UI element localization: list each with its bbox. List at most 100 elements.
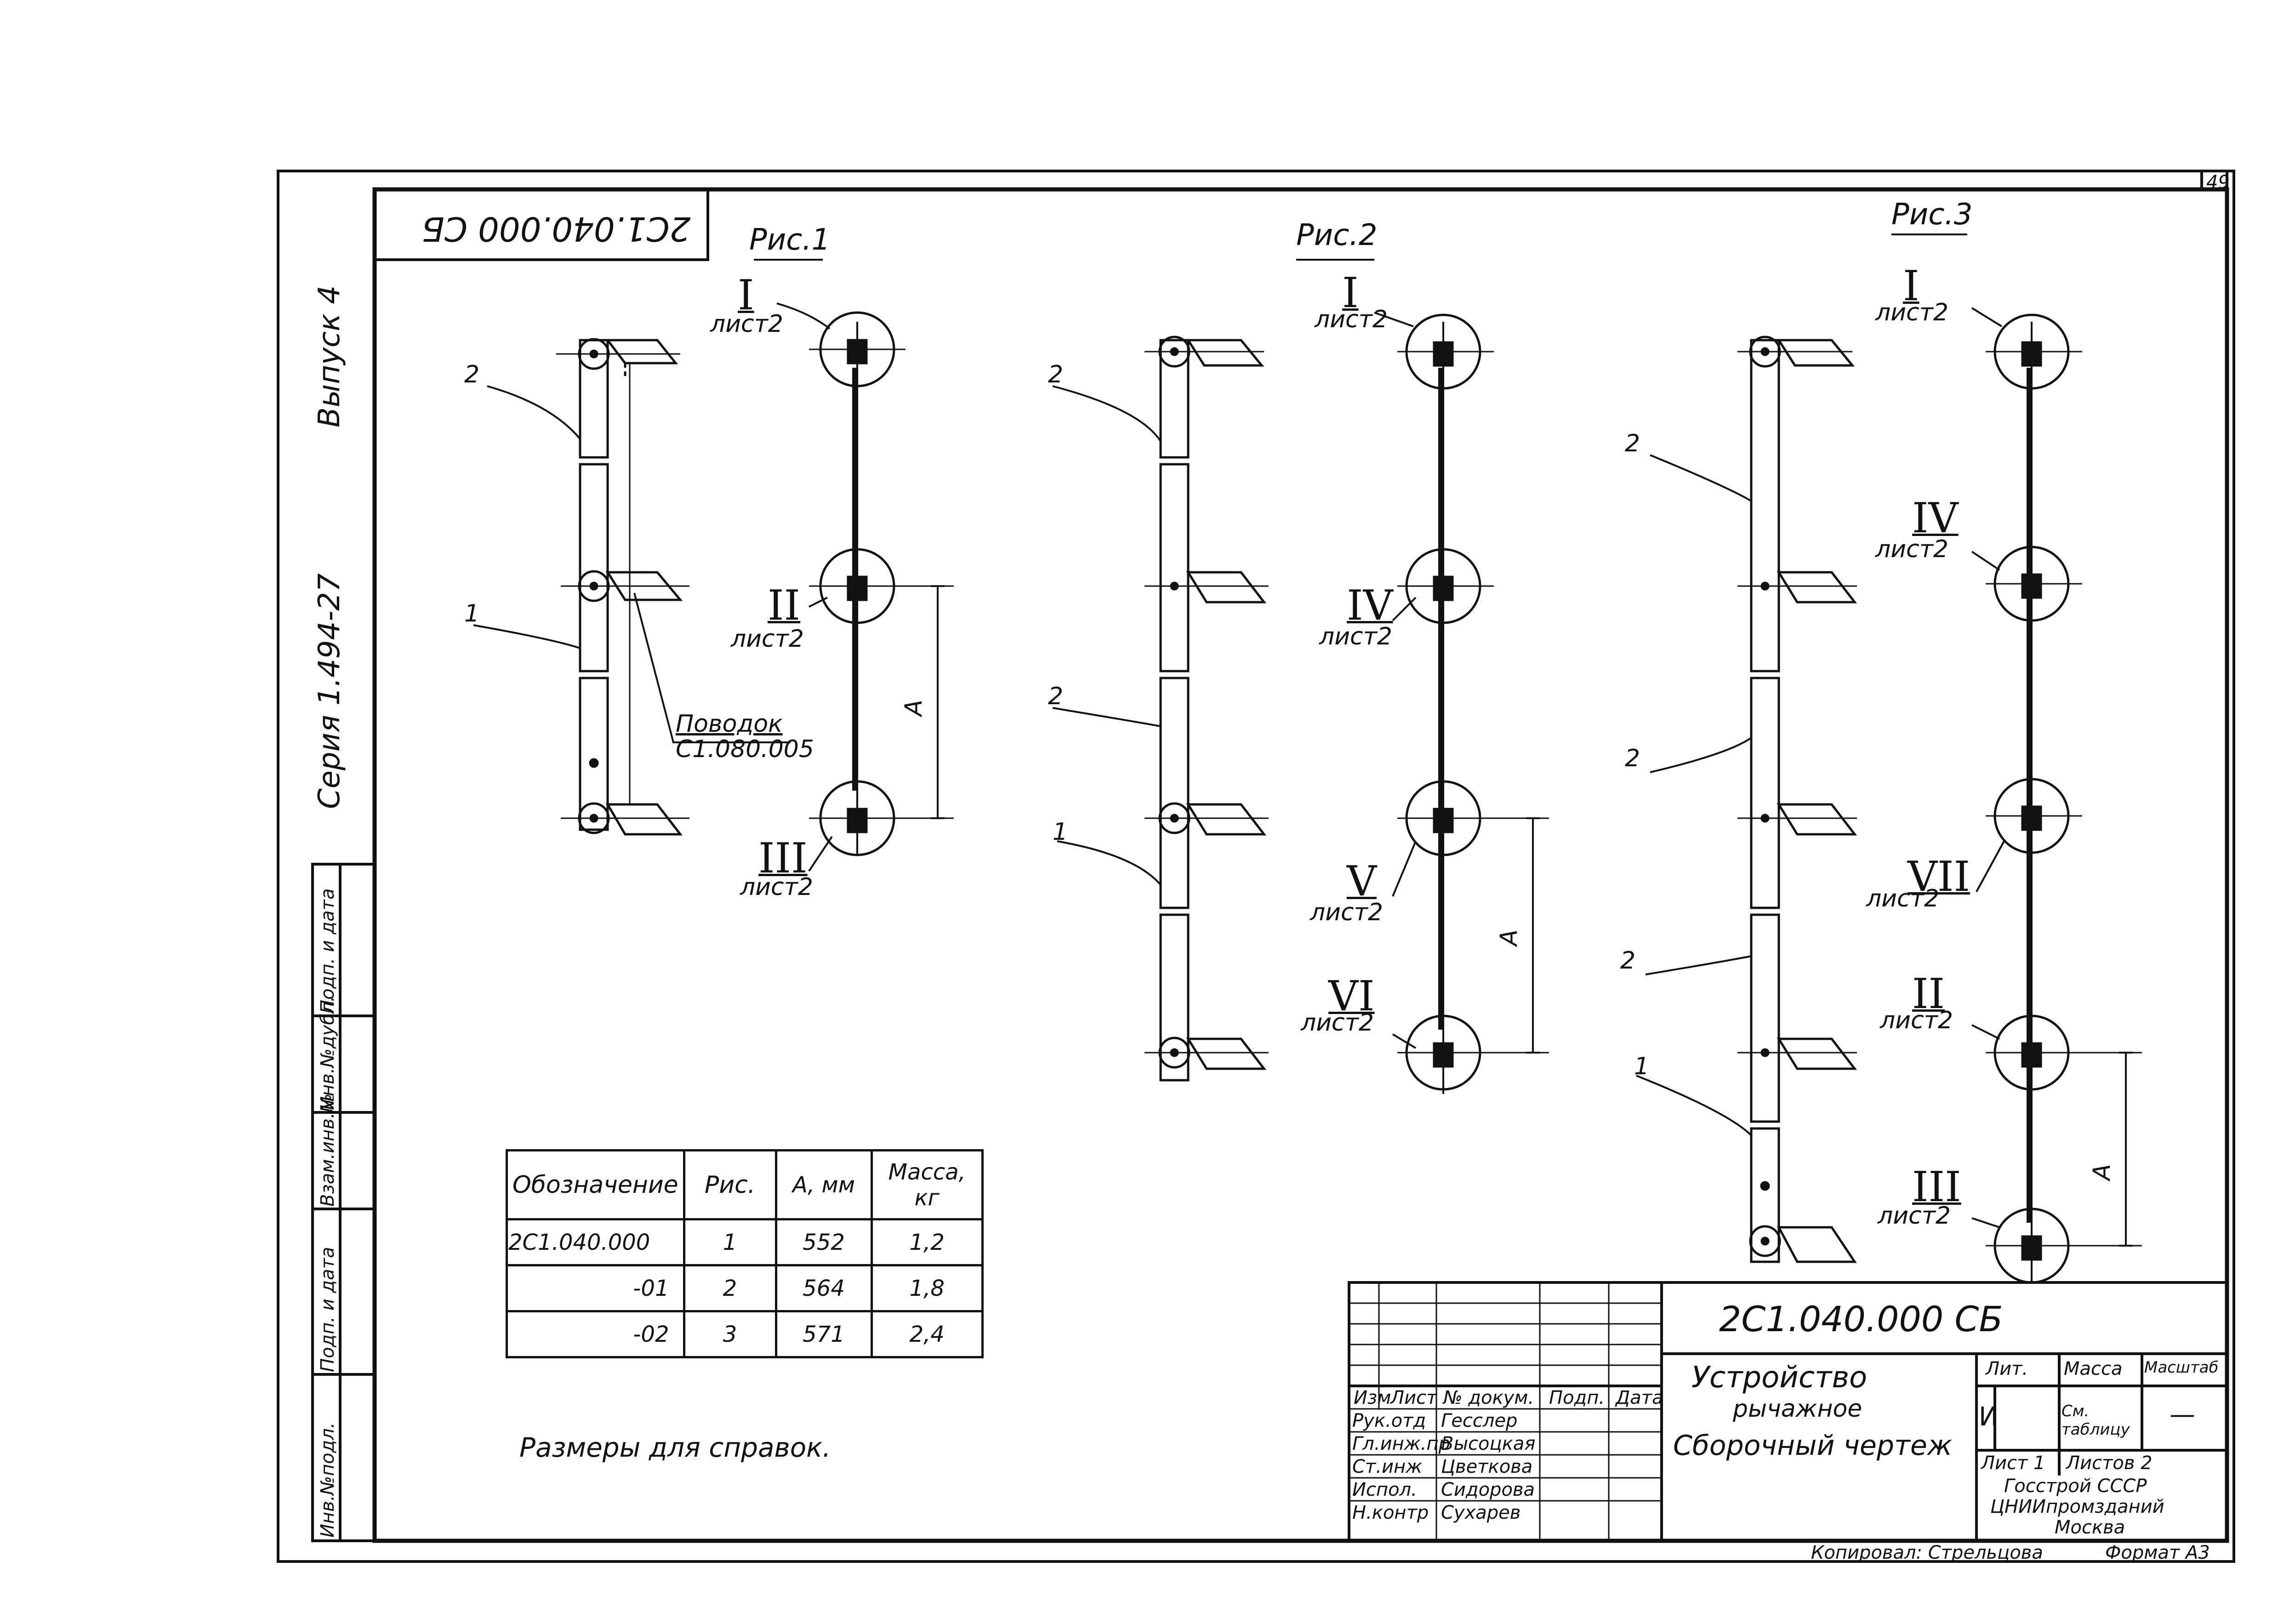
tb-org-line2: ЦНИИпромзданий bbox=[1990, 1496, 2164, 1517]
tb-name-4: Сидорова bbox=[1441, 1479, 1535, 1500]
spec-row-3-designation: -02 bbox=[506, 1310, 685, 1358]
figure-2-title: Рис.2 bbox=[1296, 218, 1378, 252]
figure-2-callout-VI: VI bbox=[1328, 972, 1375, 1020]
figure-2-ref-IV: лист2 bbox=[1319, 623, 1392, 650]
figure-2-drawing bbox=[1052, 259, 1549, 1094]
figure-3-callout-IV: IV bbox=[1912, 494, 1959, 542]
tb-sheet-label: Лист 1 bbox=[1981, 1453, 2045, 1474]
figure-3-ref-I: лист2 bbox=[1875, 299, 1948, 326]
tb-org-line3: Москва bbox=[2055, 1517, 2125, 1538]
tb-scale-value: — bbox=[2170, 1400, 2195, 1430]
tb-org-line1: Госстрой СССР bbox=[2004, 1476, 2147, 1497]
spec-row-1-mass: 1,2 bbox=[870, 1218, 984, 1266]
tb-doc-code: 2С1.040.000 СБ bbox=[1719, 1299, 2003, 1339]
figure-3-callout-VII: VII bbox=[1908, 853, 1970, 901]
tb-role-3: Ст.инж bbox=[1352, 1456, 1423, 1477]
figure-1-callout-III: III bbox=[758, 834, 808, 883]
side-stamp-2: Подп. и дата bbox=[317, 1247, 338, 1372]
figure-2-ref-V: лист2 bbox=[1310, 899, 1383, 926]
tb-name-2: Высоцкая bbox=[1441, 1433, 1536, 1454]
figure-1-ref-I: лист2 bbox=[710, 310, 783, 338]
spec-row-2-fig: 2 bbox=[683, 1264, 777, 1312]
tb-sheets-label: Листов 2 bbox=[2066, 1453, 2153, 1474]
figure-3-part-1: 1 bbox=[1634, 1053, 1650, 1080]
tb-title-line1: Устройство bbox=[1691, 1361, 1868, 1395]
tb-name-3: Цветкова bbox=[1441, 1456, 1533, 1477]
tb-lit-header: Лит. bbox=[1986, 1358, 2028, 1379]
figure-3-ref-IV: лист2 bbox=[1875, 536, 1948, 563]
figure-1-dim-A: А bbox=[900, 700, 928, 716]
figure-2-callout-I: I bbox=[1342, 269, 1359, 317]
frame bbox=[277, 170, 2235, 1563]
spec-row-2-a: 564 bbox=[774, 1264, 873, 1312]
figure-3-ref-VII: лист2 bbox=[1866, 885, 1939, 912]
tb-role-1: Рук.отд bbox=[1352, 1410, 1426, 1431]
tb-title-line3: Сборочный чертеж bbox=[1673, 1430, 1952, 1462]
figure-3-ref-II: лист2 bbox=[1880, 1007, 1953, 1034]
figure-1-ref-III: лист2 bbox=[740, 873, 813, 901]
title-block-grid bbox=[1348, 1281, 2228, 1542]
figure-3-callout-II: II bbox=[1912, 970, 1945, 1018]
figure-2-ref-I: лист2 bbox=[1315, 306, 1388, 333]
note-text: Размеры для справок. bbox=[519, 1432, 831, 1463]
figure-3-callout-III: III bbox=[1912, 1163, 1961, 1211]
tb-col-sign: Подп. bbox=[1549, 1387, 1605, 1408]
tb-role-4: Испол. bbox=[1352, 1479, 1417, 1500]
tb-col-date: Дата bbox=[1616, 1387, 1663, 1408]
spec-table: Обозначение Рис. А, мм Масса, кг 2С1.040… bbox=[506, 1149, 984, 1358]
spec-row-3-a: 571 bbox=[774, 1310, 873, 1358]
spec-header-mass: Масса, кг bbox=[870, 1149, 984, 1220]
spec-row-1-designation: 2С1.040.000 bbox=[506, 1218, 685, 1266]
spec-row-3-mass: 2,4 bbox=[870, 1310, 984, 1358]
doc-code-rotated: 2С1.040.000 СБ bbox=[421, 210, 691, 248]
figure-3-callout-I: I bbox=[1903, 262, 1919, 310]
figure-1-part-1: 1 bbox=[464, 600, 480, 627]
figure-3-dim-A: А bbox=[2088, 1164, 2116, 1180]
tb-scale-header: Масштаб bbox=[2144, 1358, 2219, 1377]
figure-1-ref-II: лист2 bbox=[731, 625, 804, 653]
figure-3-part-2c: 2 bbox=[1620, 947, 1636, 974]
figure-1-drawing bbox=[473, 259, 954, 872]
spec-header-fig: Рис. bbox=[683, 1149, 777, 1220]
figure-3-title: Рис.3 bbox=[1891, 198, 1973, 232]
figure-2-part-2a: 2 bbox=[1048, 361, 1064, 388]
side-stamp-5: Подп. и дата bbox=[317, 888, 338, 1014]
figure-2-callout-IV: IV bbox=[1347, 581, 1393, 630]
figure-2-part-2b: 2 bbox=[1048, 683, 1064, 710]
spec-row-3-fig: 3 bbox=[683, 1310, 777, 1358]
tb-mass-value: См. таблицу bbox=[2062, 1402, 2130, 1439]
tb-lit-value: И bbox=[1979, 1402, 1998, 1432]
spec-row-1-fig: 1 bbox=[683, 1218, 777, 1266]
tb-format: Формат А3 bbox=[2105, 1542, 2210, 1563]
figure-2-dim-A: А bbox=[1495, 929, 1523, 946]
figure-1-note-code: С1.080.005 bbox=[676, 735, 814, 763]
spec-row-1-a: 552 bbox=[774, 1218, 873, 1266]
side-stamp-3: Взам.инв.№ bbox=[317, 1093, 338, 1207]
tb-col-list: Лист bbox=[1390, 1387, 1437, 1408]
spec-row-2-mass: 1,8 bbox=[870, 1264, 984, 1312]
tb-col-doc: № докум. bbox=[1443, 1387, 1534, 1408]
seriya-label: Серия 1.494-27 bbox=[313, 573, 347, 809]
tb-name-5: Сухарев bbox=[1441, 1502, 1521, 1523]
figure-2-part-1: 1 bbox=[1053, 818, 1068, 846]
tb-col-izm: Изм bbox=[1354, 1387, 1391, 1408]
figure-3-part-2b: 2 bbox=[1625, 745, 1640, 772]
vypusk-label: Выпуск 4 bbox=[313, 285, 347, 427]
tb-role-5: Н.контр bbox=[1352, 1502, 1429, 1523]
figure-2-ref-VI: лист2 bbox=[1301, 1009, 1374, 1037]
spec-header-a: А, мм bbox=[774, 1149, 873, 1220]
figure-1-callout-I: I bbox=[738, 271, 754, 319]
figure-1-part-2: 2 bbox=[464, 361, 480, 388]
figure-2-callout-V: V bbox=[1347, 857, 1377, 906]
figure-1-note-label: Поводок bbox=[676, 710, 783, 738]
figure-3-part-2a: 2 bbox=[1625, 430, 1640, 457]
figure-1-title: Рис.1 bbox=[749, 223, 831, 257]
spec-row-2-designation: -01 bbox=[506, 1264, 685, 1312]
tb-title-line2: рычажное bbox=[1733, 1395, 1862, 1423]
figure-3-ref-III: лист2 bbox=[1878, 1202, 1951, 1230]
figure-1-callout-II: II bbox=[768, 581, 801, 630]
side-stamp-1: Инв.№подл. bbox=[317, 1422, 338, 1538]
tb-name-1: Гесслер bbox=[1441, 1410, 1518, 1431]
spec-header-designation: Обозначение bbox=[506, 1149, 685, 1220]
tb-role-2: Гл.инж.пр bbox=[1352, 1433, 1451, 1454]
